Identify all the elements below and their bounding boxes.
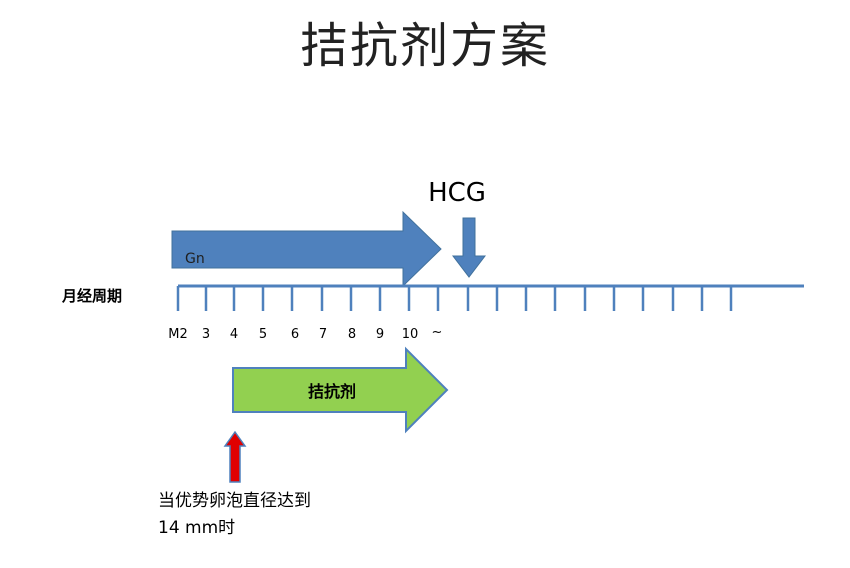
timeline-label: 月经周期 — [61, 287, 122, 305]
day-label: 5 — [259, 327, 267, 342]
antagonist-arrow-label: 拮抗剂 — [308, 382, 356, 401]
slide-title: 拮抗剂方案 — [299, 18, 550, 74]
day-labels: M2 3 4 5 6 7 8 9 10 ~ — [168, 325, 442, 342]
gn-arrow-label: Gn — [185, 251, 205, 267]
timeline-ticks — [176, 286, 733, 311]
antagonist-arrow-shape — [232, 346, 449, 434]
day-label: 4 — [230, 327, 238, 342]
day-label: M2 — [168, 327, 188, 342]
day-label: ~ — [432, 325, 443, 340]
day-label: 8 — [348, 327, 356, 342]
timeline — [176, 284, 804, 311]
antagonist-arrow: 拮抗剂 — [232, 346, 449, 434]
note-line-1: 当优势卵泡直径达到 — [158, 491, 311, 511]
hcg-down-arrow — [451, 217, 487, 278]
gn-arrow: Gn — [171, 210, 442, 288]
note-line-2: 14 mm时 — [158, 518, 235, 538]
day-label: 9 — [376, 327, 384, 342]
gn-arrow-shape — [171, 210, 442, 288]
hcg-label: HCG — [428, 178, 486, 208]
start-up-arrow — [223, 430, 247, 483]
day-label: 6 — [291, 327, 299, 342]
day-label: 3 — [202, 327, 210, 342]
day-label: 10 — [402, 327, 419, 342]
day-label: 7 — [319, 327, 327, 342]
